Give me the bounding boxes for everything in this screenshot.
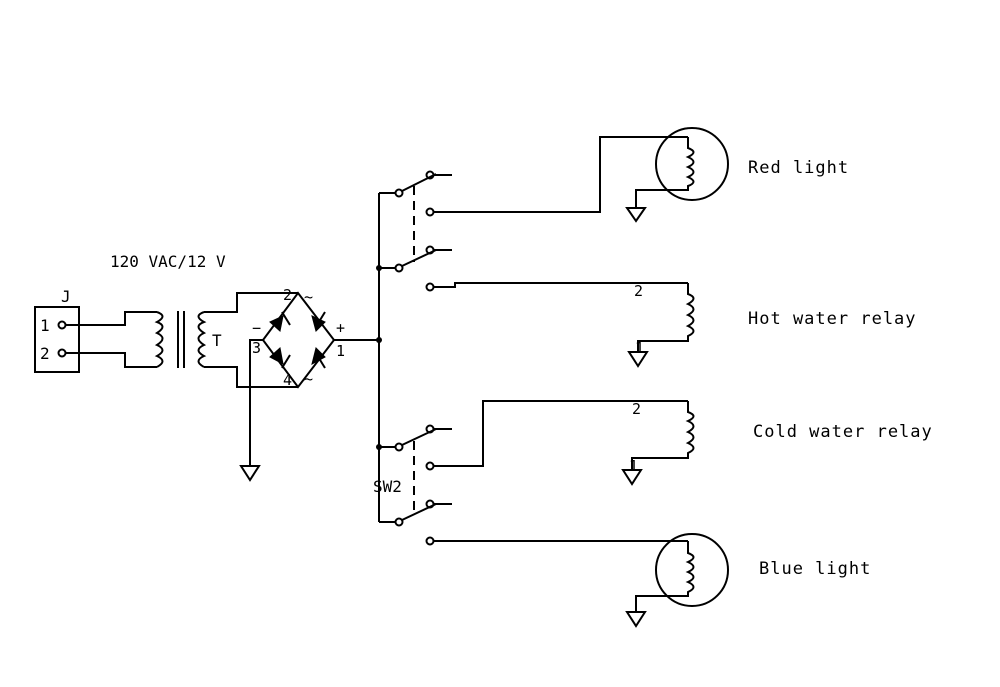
wire-red-light — [434, 136, 688, 213]
switch-label: SW2 — [373, 477, 402, 496]
connector-j: J 1 2 — [34, 287, 80, 373]
hot-relay-pin2: 2 — [634, 282, 643, 300]
wire-negative — [249, 339, 263, 466]
wire-primary-bottom — [66, 352, 157, 368]
hot-water-relay-label: Hot water relay — [748, 309, 917, 329]
wire-secondary-top — [204, 292, 298, 313]
wire-secondary-bottom — [204, 366, 298, 388]
switch-lower: SW2 — [373, 424, 452, 546]
diode-2 — [311, 311, 326, 332]
bus-junction-2 — [376, 265, 382, 271]
ground-symbol-blue — [625, 611, 647, 628]
hot-relay-pin1: 1 — [635, 339, 644, 357]
cold-water-relay-coil: 2 1 — [621, 400, 695, 486]
bridge-minus: − — [252, 319, 261, 337]
bridge-plus: + — [336, 319, 345, 337]
blue-light-lamp — [625, 533, 729, 628]
wire-hot-relay — [434, 282, 688, 288]
blue-light-label: Blue light — [759, 559, 871, 579]
cold-relay-pin1: 1 — [629, 457, 638, 475]
connector-pin2-label: 2 — [40, 344, 50, 363]
bridge-ac-bottom: ~ — [304, 370, 313, 388]
ground-symbol-hot — [627, 351, 649, 368]
connector-pin1-label: 1 — [40, 316, 50, 335]
ground-symbol-cold — [621, 469, 643, 486]
cold-water-relay-label: Cold water relay — [753, 422, 933, 442]
wire-primary-top — [66, 311, 157, 326]
bus-junction-3 — [376, 444, 382, 450]
transformer-rating: 120 VAC/12 V — [110, 252, 226, 271]
bridge-pin2: 2 — [283, 286, 292, 304]
wire-cold-relay — [434, 400, 688, 467]
bridge-ac-top: ~ — [304, 288, 313, 306]
transformer: 120 VAC/12 V T — [110, 252, 226, 368]
diode-1 — [269, 311, 291, 332]
connector-label: J — [61, 287, 71, 306]
cold-relay-pin2: 2 — [632, 400, 641, 418]
bridge-rectifier: 2 ~ 4 ~ 3 − 1 + — [252, 286, 345, 389]
transformer-label: T — [212, 331, 222, 350]
red-light-lamp — [625, 127, 729, 223]
diode-4 — [311, 347, 326, 369]
hot-water-relay-coil: 2 1 — [627, 282, 695, 368]
bridge-pin1: 1 — [336, 342, 345, 360]
switch-upper — [394, 170, 452, 292]
bridge-pin4: 4 — [283, 371, 292, 389]
ground-symbol-bridge — [239, 465, 261, 482]
diode-3 — [269, 347, 291, 369]
red-light-label: Red light — [748, 158, 849, 178]
ground-symbol-red — [625, 207, 647, 223]
bridge-pin3: 3 — [252, 339, 261, 357]
